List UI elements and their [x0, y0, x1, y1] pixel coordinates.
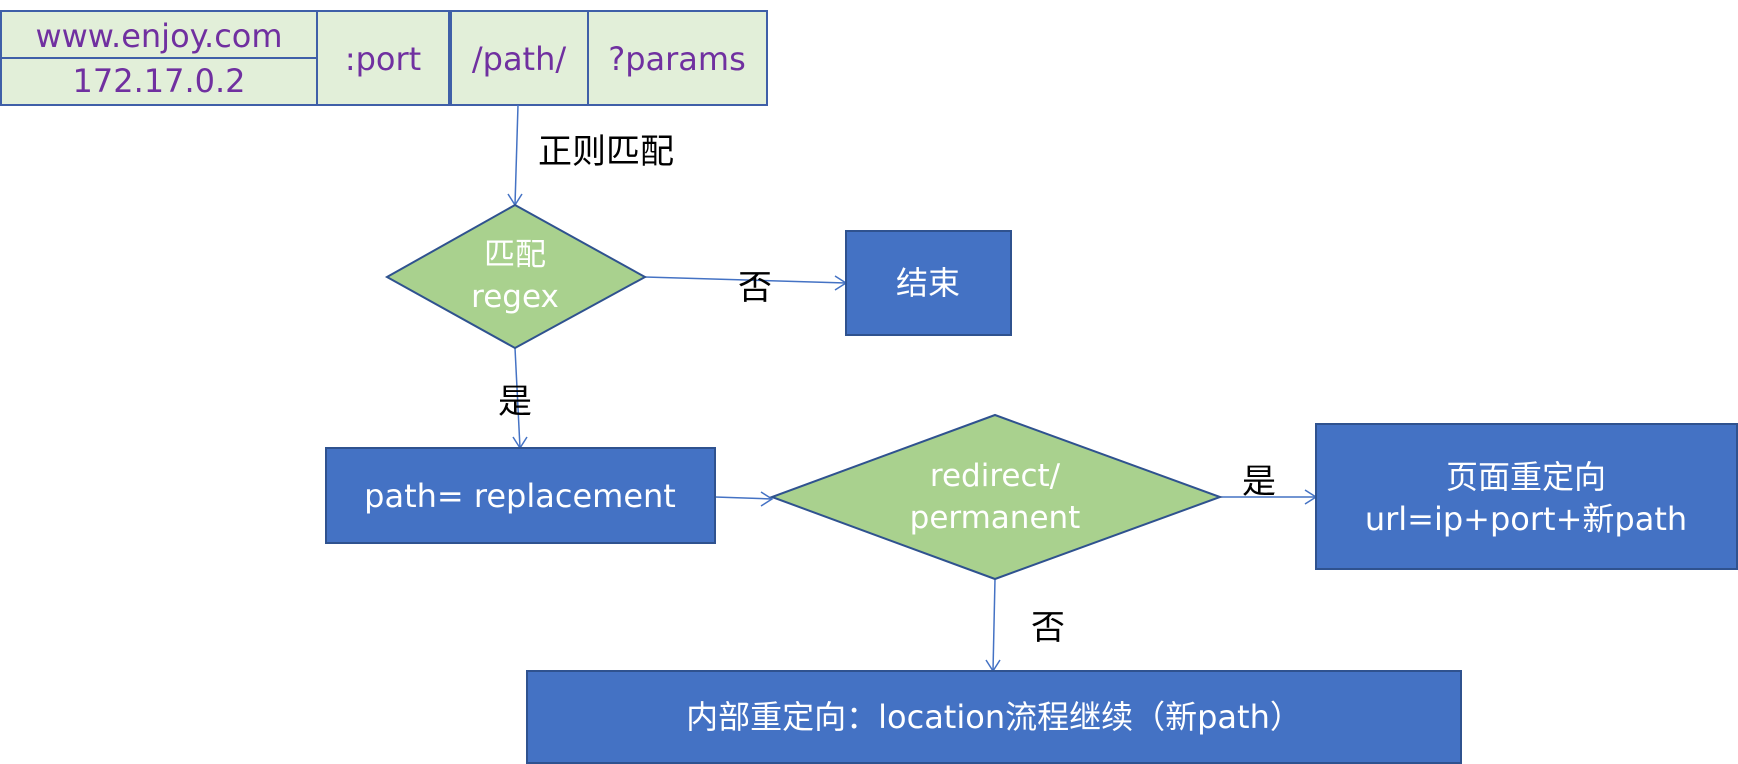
path-replacement-node: path= replacement	[325, 447, 716, 544]
end-node: 结束	[845, 230, 1012, 336]
internal-redirect-text: 内部重定向：location流程继续（新path）	[686, 698, 1302, 736]
label-yes-2: 是	[1242, 462, 1276, 502]
edge-match-to-replacement	[514, 347, 521, 449]
internal-redirect-node: 内部重定向：location流程继续（新path）	[526, 670, 1462, 764]
label-no-1: 否	[738, 268, 772, 308]
url-structure-bar: www.enjoy.com 172.17.0.2 :port /path/ ?p…	[0, 10, 768, 106]
edges	[507, 104, 1318, 673]
match-regex-diamond	[384, 203, 648, 350]
label-no-2: 否	[1031, 608, 1065, 648]
page-redirect-line1: 页面重定向	[1446, 458, 1606, 496]
edge-match-to-end	[644, 276, 847, 284]
edge-redirect-to-internal	[992, 578, 996, 672]
page-redirect-box	[1315, 423, 1738, 570]
params-cell	[587, 10, 768, 106]
page-redirect-line2: url=ip+port+新path	[1365, 500, 1687, 538]
arrowhead-redirect	[760, 491, 774, 507]
end-box	[845, 230, 1012, 336]
edge-replacement-to-redirect	[714, 496, 773, 500]
page-redirect-node: 页面重定向 url=ip+port+新path	[1315, 423, 1738, 570]
port-cell	[316, 10, 450, 106]
edge-path-to-match	[514, 104, 519, 206]
label-regex-match: 正则匹配	[538, 132, 674, 172]
match-regex-decision: 匹配 regex	[384, 203, 648, 350]
port-text: :port	[345, 40, 421, 78]
match-regex-line1: 匹配	[484, 237, 546, 273]
host-text: www.enjoy.com	[35, 17, 282, 55]
internal-redirect-box	[526, 670, 1462, 764]
params-text: ?params	[608, 40, 746, 78]
redirect-permanent-diamond	[769, 413, 1223, 581]
path-replacement-text: path= replacement	[364, 477, 676, 515]
redirect-permanent-decision: redirect/ permanent	[769, 413, 1223, 581]
ip-text: 172.17.0.2	[72, 62, 245, 100]
ip-cell	[0, 57, 318, 106]
path-replacement-box	[325, 447, 716, 544]
end-text: 结束	[896, 264, 960, 302]
host-cell	[0, 10, 318, 59]
label-yes-1: 是	[498, 382, 532, 422]
redirect-permanent-line2: permanent	[910, 500, 1081, 536]
redirect-permanent-line1: redirect/	[930, 458, 1061, 494]
path-text: /path/	[472, 40, 567, 78]
match-regex-line2: regex	[471, 279, 559, 315]
